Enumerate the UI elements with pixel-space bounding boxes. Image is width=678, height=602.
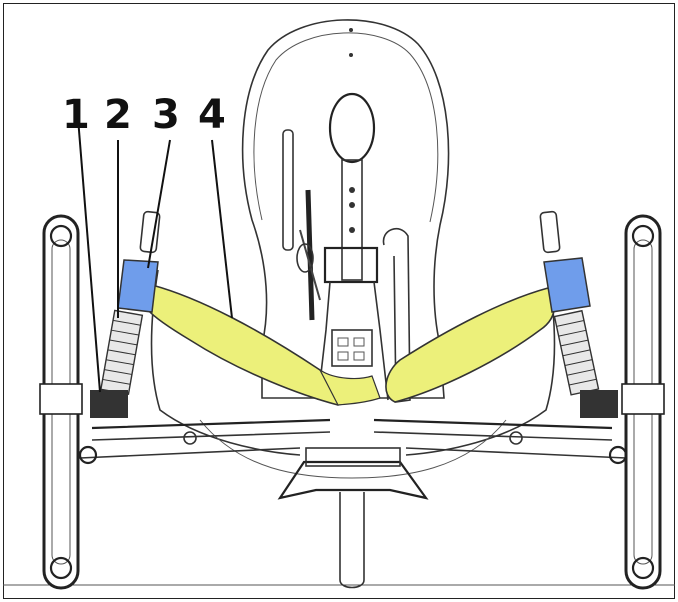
bolt-1 bbox=[337, 337, 349, 347]
seat-pad-right bbox=[385, 287, 556, 403]
bolt-2 bbox=[353, 337, 365, 347]
seat-back-inner bbox=[253, 32, 439, 223]
cross-members bbox=[78, 390, 628, 465]
leader-3 bbox=[147, 139, 171, 269]
callout-leaders bbox=[77, 117, 233, 393]
seat-dot-1 bbox=[349, 28, 353, 32]
crank-base bbox=[277, 447, 429, 589]
callout-4: 4 bbox=[198, 92, 226, 138]
leader-1 bbox=[77, 117, 101, 393]
boom-hole-2 bbox=[349, 202, 355, 208]
headrest bbox=[328, 92, 376, 164]
chainring bbox=[296, 189, 321, 321]
callout-1: 1 bbox=[62, 92, 90, 138]
bolt-4 bbox=[353, 351, 365, 361]
boom-hole-3 bbox=[349, 227, 355, 233]
leader-4 bbox=[211, 139, 233, 319]
seat-dot-2 bbox=[349, 53, 353, 57]
diagram-frame bbox=[3, 3, 675, 599]
left-wheel bbox=[39, 214, 83, 590]
left-shock bbox=[100, 210, 161, 395]
right-shock bbox=[539, 210, 600, 396]
boom-clamp bbox=[323, 246, 379, 284]
left-tube bbox=[282, 129, 294, 251]
right-wheel bbox=[621, 214, 665, 590]
boom-hole-1 bbox=[349, 187, 355, 193]
boom-post bbox=[341, 159, 363, 281]
callout-2: 2 bbox=[104, 92, 132, 138]
boom-plate bbox=[331, 329, 373, 367]
bolt-3 bbox=[337, 351, 349, 361]
seat-pad bbox=[147, 283, 345, 406]
seat-pad-center bbox=[318, 368, 381, 406]
callout-3: 3 bbox=[152, 92, 180, 138]
seat-lower bbox=[199, 419, 507, 479]
